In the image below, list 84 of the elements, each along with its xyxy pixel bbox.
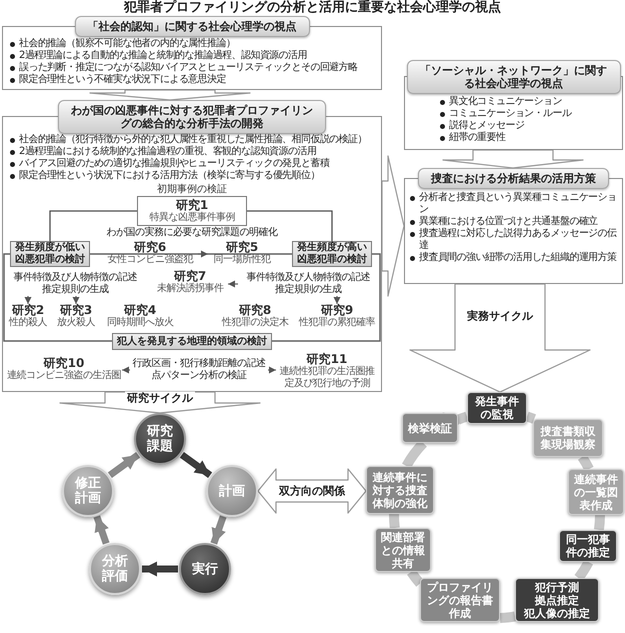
arrow <box>24 296 32 304</box>
study-subtitle: 未解決誘拐事件 <box>156 283 224 295</box>
cycle-arrow <box>180 452 212 478</box>
cycle-arrow <box>210 515 226 545</box>
bullet-text: 異業種における位置づけと共通基盤の確立 <box>419 216 598 228</box>
study-number: 研究7 <box>174 270 206 283</box>
block-arrow <box>381 155 405 297</box>
edge-label: 実務サイクル <box>465 310 535 322</box>
study-subtitle: 女性コンビニ強盗犯 <box>107 254 193 266</box>
bracket-connector <box>247 210 333 241</box>
topic-tag: 犯人を発見する地理的領域の検討 <box>112 333 272 350</box>
bullet-text: 社会的推論（観察不可能な他者の内的な属性推論） <box>19 38 236 50</box>
bullet-text: 社会的推論（犯行特徴から外的な犯人属性を重視した属性推論、相同仮説の検証） <box>19 134 367 146</box>
study-subtitle: 性犯罪の累犯確率 <box>299 317 375 329</box>
study-subtitle: 特異な凶悪事件事例 <box>149 212 235 224</box>
bracket-connector <box>49 210 137 241</box>
study-subtitle: 同一場所性犯 <box>214 254 270 266</box>
study-subtitle: 放火殺人 <box>57 317 95 329</box>
study-number: 研究8 <box>238 304 272 317</box>
cycle-step-card: プロファイリングの報告書作成 <box>420 578 500 622</box>
bullet-text: 捜査員間の強い紐帯の活用した組織的運用方策 <box>419 252 616 264</box>
bullet-text: 捜査過程に対応した説得力あるメッセージの伝達 <box>419 228 618 252</box>
study-number: 研究2 <box>12 304 44 317</box>
topic-tag: 発生頻度が高い凶悪犯罪の検討 <box>292 241 372 267</box>
study-subtitle: 連続性犯罪の生活圏推定及び犯行地の予測 <box>278 366 376 390</box>
arrow <box>334 296 340 304</box>
cycle-step-card: 捜査書類収集現場観察 <box>533 419 603 457</box>
study-number: 研究6 <box>134 241 166 254</box>
block-arrow <box>89 89 251 101</box>
diagram-title: 犯罪者プロファイリングの分析と活用に重要な社会心理学の視点 <box>122 0 502 15</box>
study-number: 研究3 <box>60 304 92 317</box>
topic-tag: 発生頻度が低い凶悪犯罪の検討 <box>10 241 90 267</box>
cycle-step-card: 同一犯事件の推定 <box>559 530 617 562</box>
description-text: 事件特徴及び人物特徴の記述 <box>246 272 370 284</box>
cycle-arrow <box>94 515 110 545</box>
bullet-text: 説得とメッセージ <box>449 120 524 132</box>
study-number: 研究1 <box>176 198 208 212</box>
bullet-text: 紐帯の重要性 <box>449 132 506 144</box>
study-heading: 初期事例の検証 <box>157 184 227 196</box>
study-number: 研究10 <box>44 357 84 370</box>
study-subtitle: 連続コンビニ強盗の生活圏 <box>7 370 121 382</box>
study-number: 研究5 <box>226 241 258 254</box>
bullet-text: 限定合理性という状況下における活用方法（検挙に寄与する優先順位） <box>19 170 320 182</box>
cycle-step-card: 検挙検証 <box>402 413 458 443</box>
heading-banner: わが国の凶悪事件に対する犯罪者プロファイリングの総合的な分析手法の開発 <box>58 100 326 134</box>
block-arrow <box>409 283 591 393</box>
note-text: わが国の実務に必要な研究課題の明確化 <box>106 227 279 239</box>
bullet-text: バイアス回避のための適切な推論規則やヒューリスティックの発見と蓄積 <box>19 158 330 170</box>
study-number: 研究4 <box>124 304 156 317</box>
description-text: 行政区画・犯行移動距離の記述 <box>132 358 266 370</box>
study-subtitle: 性犯罪の決定木 <box>222 317 288 329</box>
description-text: 点パターン分析の検証 <box>152 370 246 382</box>
heading-banner: 「ソーシャル・ネットワーク」に関する社会心理学の視点 <box>406 60 620 94</box>
bullet-text: 2過程理論における統制的な推論過程の重視、客観的な認知資源の活用 <box>19 146 316 158</box>
description-text: 推定規則の生成 <box>42 284 108 296</box>
edge-label: 双方向の関係 <box>277 484 347 498</box>
study-subtitle: 同時期間へ放火 <box>106 317 174 329</box>
heading-banner: 捜査における分析結果の活用方策 <box>418 168 609 189</box>
arrow <box>198 250 208 258</box>
bullet-text: コミュニケーション・ルール <box>449 108 572 120</box>
cycle-arrow <box>108 452 140 478</box>
arrow <box>122 366 130 374</box>
study-number: 研究11 <box>306 353 348 366</box>
heading-banner: 「社会的認知」に関する社会心理学の視点 <box>74 16 310 37</box>
cycle-step-card: 連続事件の一覧図表作成 <box>568 469 624 515</box>
cycle-step-card: 犯行予測 拠点推定 犯人像の推定 <box>515 578 599 622</box>
study-subtitle: 性的殺人 <box>9 317 47 329</box>
arrow <box>228 280 238 288</box>
study-number: 研究9 <box>320 304 354 317</box>
cycle-step-card: 発生事件の監視 <box>467 392 527 424</box>
bullet-text: 限定合理性という不確実な状況下による意思決定 <box>19 74 226 86</box>
block-arrow <box>442 149 584 169</box>
description-text: 推定規則の生成 <box>274 284 342 296</box>
arrow <box>72 296 80 304</box>
bullet-text: 誤った判断・推定につながる認知バイアスとヒューリスティックとその回避方略 <box>19 62 358 74</box>
edge-label: 研究サイクル <box>125 392 195 404</box>
arrow <box>268 366 276 374</box>
bullet-text: 異文化コミュニケーション <box>449 96 562 108</box>
description-text: 事件特徴及び人物特徴の記述 <box>13 272 137 284</box>
cycle-step-card: 連続事件に対する捜査体制の強化 <box>366 466 434 514</box>
cycle-arrow <box>142 562 178 576</box>
cycle-step-card: 関連部署との情報共有 <box>375 528 431 572</box>
bullet-text: 分析者と捜査員という異業種コミュニケーション <box>419 192 618 216</box>
bullet-text: 2過程理論による自動的な推論と統制的な推論過程、認知資源の活用 <box>19 50 307 62</box>
